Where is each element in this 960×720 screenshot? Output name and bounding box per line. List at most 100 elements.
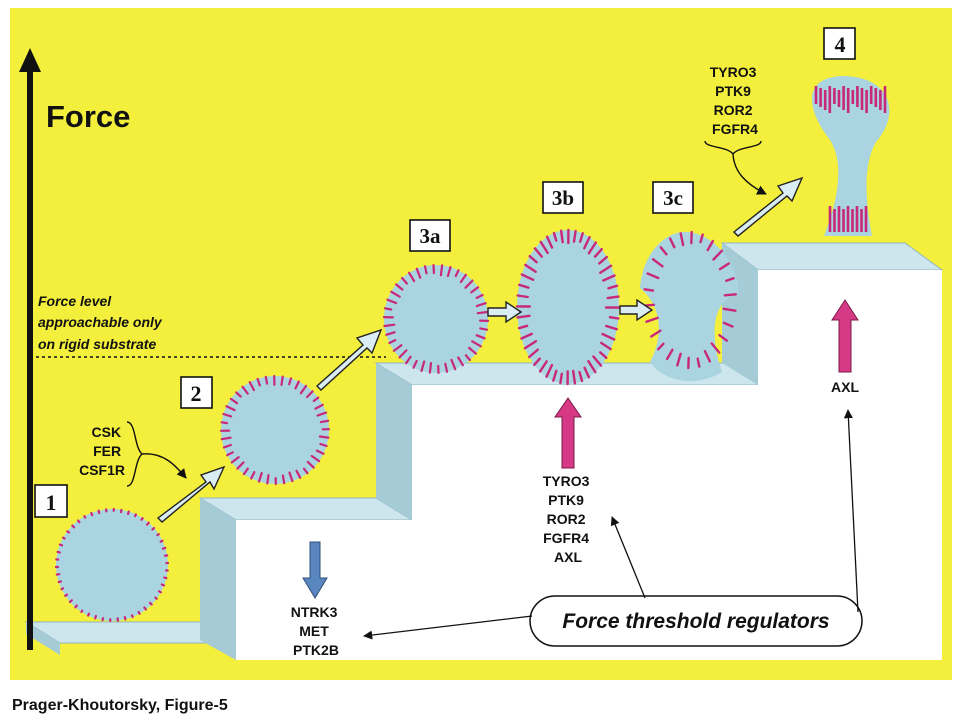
adhesion-mark xyxy=(140,516,144,521)
adhesion-mark xyxy=(457,356,464,367)
adhesion-mark xyxy=(420,360,426,372)
stage-labels: 1 2 3a 3b 3c 4 xyxy=(34,27,856,518)
adhesion-mark xyxy=(157,590,162,594)
adhesion-mark xyxy=(712,249,723,261)
adhesion-mark xyxy=(464,279,474,289)
gene-group-early: CSK FER CSF1R xyxy=(79,424,125,478)
adhesion-mark xyxy=(137,610,141,615)
adhesion-mark xyxy=(722,321,734,328)
adhesion-mark xyxy=(80,609,84,614)
adhesion-mark xyxy=(229,397,239,405)
arrow-1-to-2 xyxy=(156,465,226,523)
adhesion-mark xyxy=(134,513,137,518)
adhesion-mark xyxy=(605,324,618,331)
adhesion-mark xyxy=(319,442,328,448)
adhesion-mark xyxy=(302,467,309,475)
adhesion-mark xyxy=(315,449,325,455)
adhesion-mark xyxy=(220,421,229,425)
adhesion-mark xyxy=(552,231,558,242)
adhesion-mark xyxy=(599,264,613,274)
adhesion-mark xyxy=(412,359,418,369)
adhesion-mark xyxy=(475,334,486,340)
adhesion-mark xyxy=(299,384,308,395)
adhesion-mark xyxy=(657,342,665,351)
adhesion-mark xyxy=(392,344,403,352)
adhesion-mark xyxy=(464,354,471,362)
adhesion-mark xyxy=(606,295,620,300)
cells xyxy=(56,76,890,621)
adhesion-mark xyxy=(71,524,76,529)
gene-group-down: NTRK3 MET PTK2B xyxy=(291,604,342,658)
adhesion-mark xyxy=(130,614,134,619)
progression-arrows xyxy=(156,176,804,523)
adhesion-mark xyxy=(415,267,422,279)
adhesion-mark xyxy=(222,443,232,449)
down-arrow-blue xyxy=(302,541,328,599)
adhesion-mark xyxy=(516,314,531,319)
adhesion-mark xyxy=(280,375,284,386)
arrow-2-to-3a xyxy=(315,328,383,391)
adhesion-mark xyxy=(401,276,408,285)
adhesion-mark xyxy=(659,246,668,256)
adhesion-mark xyxy=(288,471,294,483)
adhesion-mark xyxy=(601,332,616,341)
adhesion-mark xyxy=(161,546,167,550)
adhesion-mark xyxy=(159,539,164,543)
adhesion-mark xyxy=(241,385,249,395)
adhesion-mark xyxy=(58,543,64,547)
adhesion-mark xyxy=(154,596,158,600)
adhesion-mark xyxy=(454,269,460,278)
adhesion-mark xyxy=(725,277,735,282)
adhesion-mark xyxy=(319,419,330,424)
adhesion-mark xyxy=(266,474,270,485)
adhesion-mark xyxy=(74,604,78,609)
adhesion-mark xyxy=(163,576,168,580)
adhesion-mark xyxy=(607,284,619,290)
adhesion-mark xyxy=(599,351,608,359)
step-1-front xyxy=(236,520,412,660)
adhesion-mark xyxy=(475,293,484,299)
adhesion-mark xyxy=(444,362,449,373)
adhesion-mark xyxy=(718,334,729,342)
adhesion-mark xyxy=(516,294,529,299)
gene-group-middle: TYRO3 PTK9 ROR2 FGFR4 AXL xyxy=(543,473,594,565)
adhesion-mark xyxy=(143,606,147,611)
adhesion-mark xyxy=(428,362,433,374)
regulator-pointers xyxy=(363,409,859,640)
adhesion-mark xyxy=(559,372,563,385)
adhesion-mark xyxy=(650,329,662,338)
adhesion-mark xyxy=(583,235,591,250)
adhesion-mark xyxy=(592,355,603,367)
adhesion-mark xyxy=(545,235,554,249)
adhesion-mark xyxy=(222,412,233,418)
stage-4-label: 4 xyxy=(835,32,846,57)
adhesion-mark xyxy=(587,360,597,374)
cell-4 xyxy=(811,76,890,236)
adhesion-mark xyxy=(385,331,396,336)
adhesion-mark xyxy=(405,355,412,365)
adhesion-mark xyxy=(475,302,487,308)
adhesion-mark xyxy=(310,454,321,463)
adhesion-mark xyxy=(679,232,685,247)
adhesion-mark xyxy=(151,526,156,531)
adhesion-mark xyxy=(600,341,612,351)
adhesion-mark xyxy=(723,293,737,297)
adhesion-mark xyxy=(127,510,130,516)
gene-group-late: TYRO3 PTK9 ROR2 FGFR4 xyxy=(710,64,761,137)
up-arrow-right xyxy=(831,299,859,373)
adhesion-mark xyxy=(383,323,396,328)
step-1-side xyxy=(200,498,236,660)
adhesion-mark xyxy=(545,363,554,378)
stage-1-label: 1 xyxy=(46,490,57,515)
adhesion-mark xyxy=(538,360,548,373)
adhesion-mark xyxy=(97,509,101,515)
up-arrow-middle xyxy=(554,397,582,469)
adhesion-mark xyxy=(520,273,535,281)
adhesion-mark xyxy=(156,533,160,537)
adhesion-mark xyxy=(533,247,543,258)
step-1-top xyxy=(198,497,414,521)
adhesion-mark xyxy=(288,377,293,386)
cell-3b xyxy=(517,230,619,384)
adhesion-mark xyxy=(470,286,480,294)
